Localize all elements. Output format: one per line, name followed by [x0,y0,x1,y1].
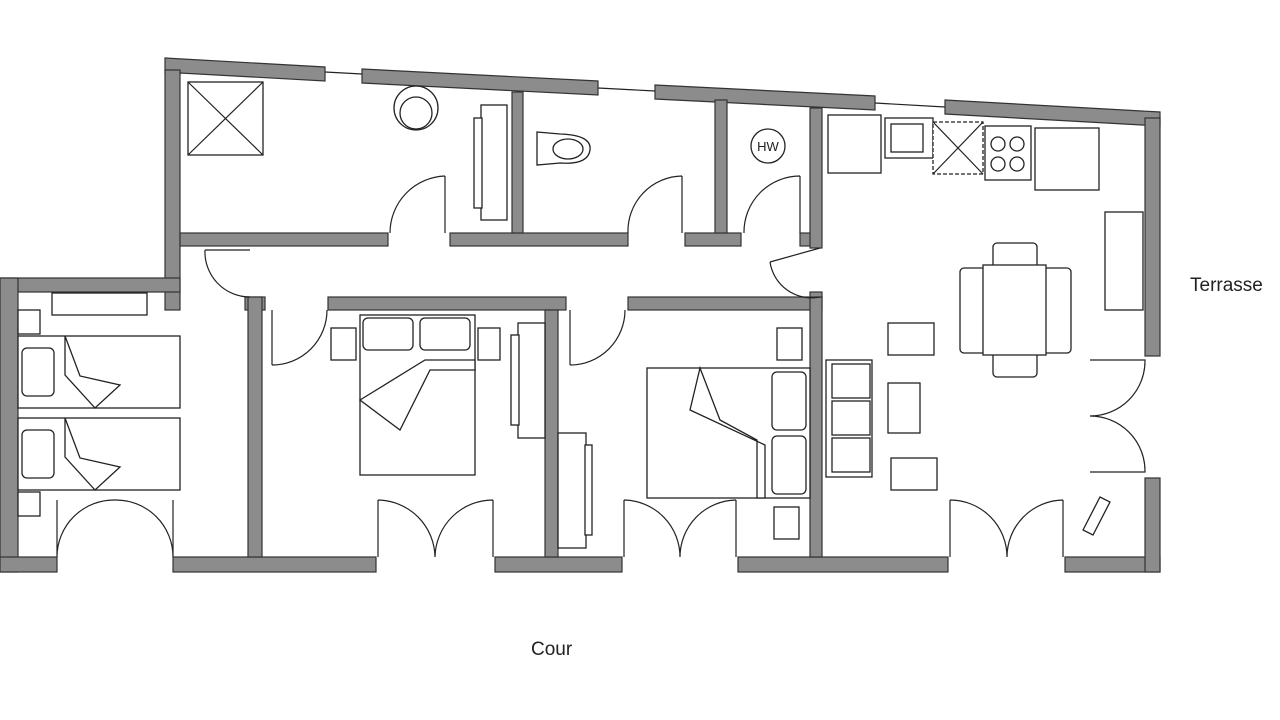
fixtures: HW [17,81,1144,549]
door-cour-3 [623,499,737,558]
wing-top-wall [0,277,181,293]
shelf [51,292,148,316]
kitchen-cabinet [1034,127,1100,191]
room-divider-1 [247,296,263,558]
nightstand [477,327,501,361]
windows [324,71,946,108]
door-wc [627,175,683,234]
sofa [825,359,873,478]
water-heater-label: HW [757,139,779,154]
nightstand [773,506,800,540]
door-corridor-left [204,249,251,298]
right-wall-upper [1144,117,1161,357]
bottom-wall-2 [172,556,377,573]
terrace-label: Terrasse [1190,275,1263,296]
kitchen-wall [809,107,823,249]
door-hw [743,175,801,234]
coffee-table [887,382,921,434]
wardrobe-1 [517,322,546,439]
wardrobe-2 [557,432,587,549]
door-bedroom-2 [271,309,328,366]
door-cour-4 [949,499,1064,558]
stove [984,125,1032,181]
door-cour-2 [377,499,494,558]
room-divider-2 [544,309,559,558]
water-heater: HW [750,128,786,164]
shower [187,81,264,156]
corridor-wall-upper-1 [179,232,389,247]
door-terrace [1089,359,1146,473]
dishwasher [932,121,984,175]
room-divider-3 [809,296,823,558]
right-wall-lower [1144,477,1161,573]
top-wall-3 [654,84,876,111]
wc-divider [714,99,728,234]
bathroom-divider [511,91,524,234]
fridge [827,114,882,174]
top-wall-1 [164,57,326,82]
door-bedroom-3 [569,309,626,366]
bottom-wall-4 [737,556,949,573]
corridor-wall-upper-2 [449,232,629,247]
armchair-1 [887,322,935,356]
door-bathroom [389,175,446,234]
top-wall-2 [361,68,599,96]
dining-table [959,242,1072,378]
door-cour-1 [56,499,174,558]
corridor-wall-lower-3 [627,296,823,311]
corridor-wall-upper-3 [684,232,742,247]
sink [393,85,439,131]
sideboard [1104,211,1144,311]
doors [56,175,1146,558]
toilet [536,131,591,166]
upper-left-wall [164,69,181,311]
courtyard-label: Cour [531,639,573,660]
bottom-wall-3 [494,556,623,573]
kitchen-wall-lower [809,291,823,298]
wing-left-wall [0,277,19,573]
tv [1082,496,1111,536]
armchair-2 [890,457,938,491]
door-living [769,247,821,299]
towel-rail [480,104,508,221]
bottom-wall-1 [0,556,58,573]
walls [0,57,1161,573]
corridor-wall-lower-2 [327,296,567,311]
nightstand [330,327,357,361]
nightstand [776,327,803,361]
